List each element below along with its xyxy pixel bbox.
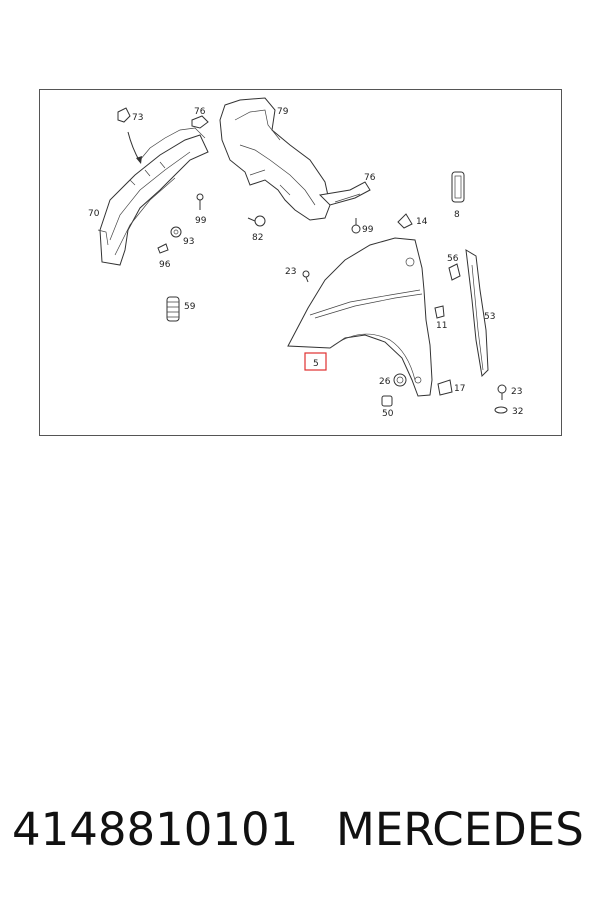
bracket-17-part <box>437 379 453 396</box>
screw-99b-part <box>351 218 361 234</box>
gasket-8-part <box>451 171 465 203</box>
label-23-right[interactable]: 23 <box>511 387 522 397</box>
label-93[interactable]: 93 <box>183 237 194 247</box>
label-53[interactable]: 53 <box>484 312 495 322</box>
label-50[interactable]: 50 <box>382 409 394 419</box>
label-8[interactable]: 8 <box>454 210 460 220</box>
label-82[interactable]: 82 <box>252 233 263 243</box>
clip-56-part <box>448 263 461 281</box>
clip-14-part <box>397 213 413 229</box>
label-14[interactable]: 14 <box>416 217 428 227</box>
clip-73-part <box>117 107 131 123</box>
label-99-left[interactable]: 99 <box>195 216 207 226</box>
label-5[interactable]: 5 <box>313 359 319 369</box>
washer-32-part <box>494 406 508 414</box>
pin-96-part <box>157 243 169 254</box>
label-26[interactable]: 26 <box>379 377 391 387</box>
screw-82-part <box>247 215 266 227</box>
nut-93-part <box>170 226 182 238</box>
label-17[interactable]: 17 <box>454 384 465 394</box>
clip-76-top-part <box>191 115 209 129</box>
label-32[interactable]: 32 <box>512 407 523 417</box>
label-11[interactable]: 11 <box>436 321 447 331</box>
inner-panel-79 <box>219 97 331 221</box>
bracket-76-part <box>318 181 371 206</box>
label-96[interactable]: 96 <box>159 260 171 270</box>
label-23-left[interactable]: 23 <box>285 267 296 277</box>
clip-11-part <box>434 305 445 319</box>
product-footer: 4148810101 MERCEDES <box>0 800 600 860</box>
stop-26-part <box>393 373 407 387</box>
parts-diagram: 73 76 79 70 99 93 82 96 76 99 14 8 59 23… <box>39 89 562 436</box>
label-76-right[interactable]: 76 <box>364 173 376 183</box>
screw-23b-part <box>497 384 507 400</box>
label-56[interactable]: 56 <box>447 254 459 264</box>
label-70[interactable]: 70 <box>88 209 100 219</box>
spring-59-part <box>166 296 180 322</box>
label-73[interactable]: 73 <box>132 113 143 123</box>
diagram-drawing: 73 76 79 70 99 93 82 96 76 99 14 8 59 23… <box>88 97 523 419</box>
label-99-right[interactable]: 99 <box>362 225 374 235</box>
label-59[interactable]: 59 <box>184 302 196 312</box>
nut-50-part <box>381 395 393 407</box>
wheel-arch-liner <box>97 127 209 266</box>
screw-23a-part <box>302 270 310 283</box>
brand-name: MERCEDES <box>336 803 584 856</box>
screw-99a-part <box>196 193 204 210</box>
label-76-top[interactable]: 76 <box>194 107 206 117</box>
front-fender-part <box>287 237 433 397</box>
part-number: 4148810101 <box>12 803 299 856</box>
trim-strip-53-part <box>465 249 489 378</box>
highlight-box-5[interactable] <box>304 352 327 371</box>
arrow-head <box>136 156 142 164</box>
label-79[interactable]: 79 <box>277 107 289 117</box>
